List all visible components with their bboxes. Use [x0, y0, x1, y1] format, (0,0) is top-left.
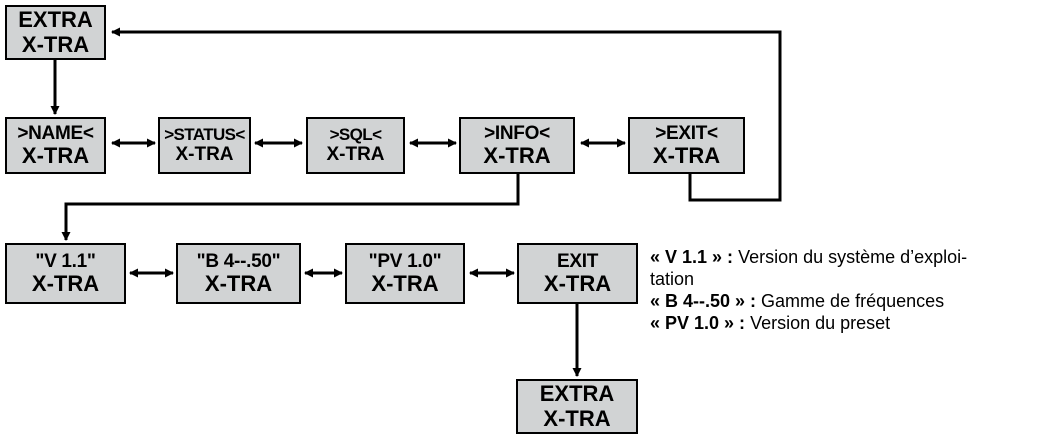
box-sublabel: X-TRA	[175, 144, 234, 166]
legend-row: « V 1.1 » : Version du système d’exploi-	[650, 246, 1040, 268]
box-sublabel: X-TRA	[543, 270, 612, 296]
box-sublabel: X-TRA	[652, 142, 721, 168]
box-label: "B 4--.50"	[196, 250, 281, 272]
box-extra-bottom: EXTRA X-TRA	[516, 379, 638, 434]
box-label: "PV 1.0"	[368, 250, 442, 272]
box-sublabel: X-TRA	[371, 270, 439, 296]
legend-row: « PV 1.0 » : Version du preset	[650, 312, 1040, 334]
box-exit-menu: >EXIT< X-TRA	[628, 117, 745, 174]
box-name: >NAME< X-TRA	[5, 117, 106, 174]
box-label: "V 1.1"	[35, 250, 96, 272]
box-extra-top: EXTRA X-TRA	[5, 5, 106, 60]
box-sublabel: X-TRA	[483, 142, 551, 168]
legend-desc: Gamme de fréquences	[756, 291, 945, 311]
box-sql: >SQL< X-TRA	[306, 117, 405, 174]
box-status: >STATUS< X-TRA	[158, 117, 251, 174]
box-sublabel: X-TRA	[204, 270, 273, 296]
legend-row: tation	[650, 268, 1040, 290]
box-sublabel: X-TRA	[21, 142, 90, 168]
legend-term: « V 1.1 » :	[650, 247, 734, 267]
legend-row: « B 4--.50 » : Gamme de fréquences	[650, 290, 1040, 312]
legend: « V 1.1 » : Version du système d’exploi-…	[650, 246, 1040, 334]
box-label: EXTRA	[18, 6, 93, 32]
box-exit-info: EXIT X-TRA	[517, 243, 638, 304]
box-sublabel: X-TRA	[543, 405, 611, 431]
legend-desc: Version du système d’exploi-	[733, 247, 968, 267]
box-label: EXTRA	[539, 380, 615, 406]
box-version-v11: "V 1.1" X-TRA	[5, 243, 126, 304]
box-label: >STATUS<	[164, 125, 245, 145]
arrow-exit-to-extra	[111, 27, 782, 202]
box-label: >EXIT<	[655, 122, 718, 144]
box-sublabel: X-TRA	[21, 31, 90, 57]
box-preset-pv10: "PV 1.0" X-TRA	[345, 243, 465, 304]
box-label: >NAME<	[17, 122, 94, 144]
box-sublabel: X-TRA	[326, 144, 385, 166]
legend-desc: Version du preset	[745, 313, 891, 333]
box-label: >SQL<	[329, 125, 382, 145]
box-sublabel: X-TRA	[31, 270, 100, 296]
legend-term: « B 4--.50 » :	[650, 291, 757, 311]
box-label: EXIT	[556, 250, 599, 272]
legend-desc: tation	[650, 269, 695, 289]
box-info: >INFO< X-TRA	[459, 117, 575, 174]
legend-term: « PV 1.0 » :	[650, 313, 746, 333]
arrow-info-to-v11	[61, 174, 520, 241]
box-label: >INFO<	[484, 122, 550, 144]
box-range-b450: "B 4--.50" X-TRA	[176, 243, 301, 304]
